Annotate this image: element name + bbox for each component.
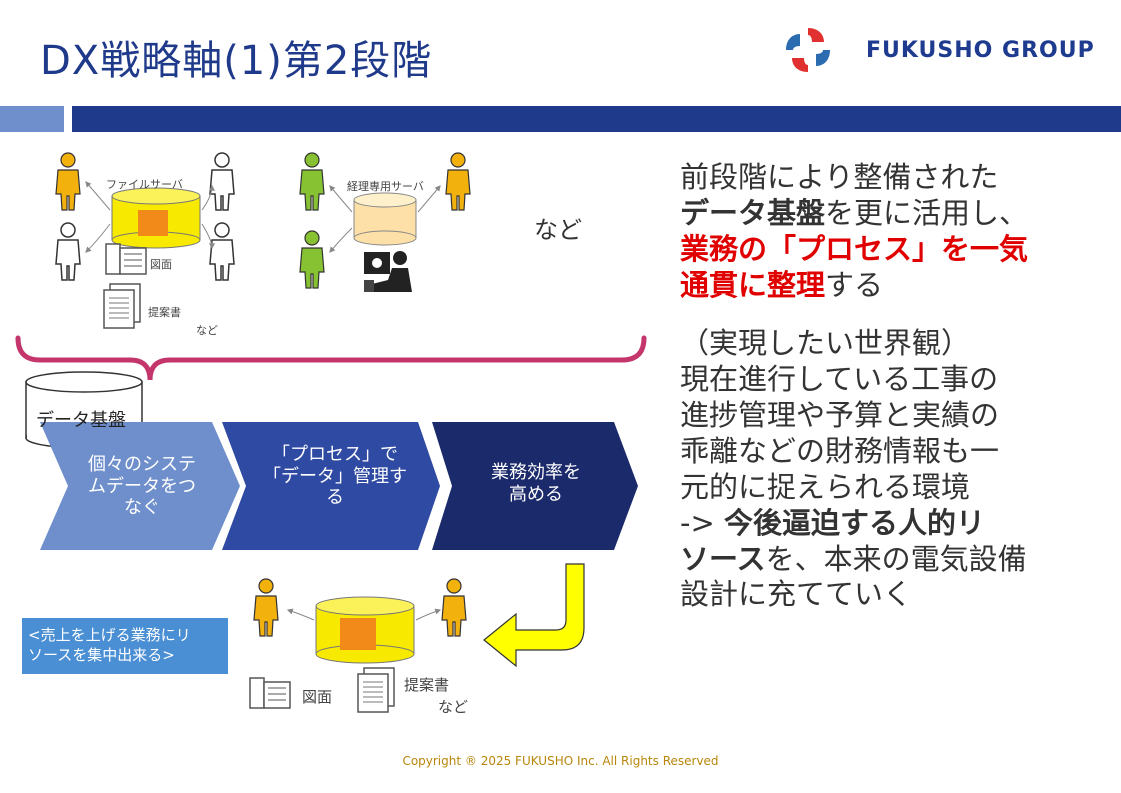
person-icon (55, 222, 81, 281)
bottom-drawing-label: 図面 (302, 688, 333, 706)
process-step-1 (40, 422, 240, 550)
drawing-icon (249, 677, 291, 709)
document-icon (103, 283, 141, 329)
proposal-label: 提案書 (148, 306, 181, 319)
return-arrow (483, 563, 585, 668)
etc-label: など (196, 324, 218, 337)
person-icon (209, 152, 235, 211)
person-icon (209, 222, 235, 281)
accountant-icon (364, 251, 412, 292)
process-step-2-label: 「プロセス」で 「データ」管理す る (263, 444, 407, 509)
drawing-icon (105, 243, 147, 275)
text-line: 現在進行している工事の (680, 361, 999, 396)
person-icon (253, 578, 279, 637)
person-icon (441, 578, 467, 637)
file-server-icon (111, 187, 201, 249)
page-title: DX戦略軸(1)第2段階 (40, 38, 433, 84)
sales-note-box (22, 618, 228, 674)
text-line: -> 今後逼迫する人的リ (680, 505, 985, 540)
accounting-server-icon (353, 192, 417, 246)
diagram-graphics (15, 152, 647, 713)
text-line: 前段階により整備された (680, 160, 999, 194)
description-text: 前段階により整備された データ基盤を更に活用し、 業務の「プロセス」を一気 通貫… (680, 160, 1110, 613)
fukusho-logo-icon (786, 28, 830, 72)
process-step-3 (432, 422, 638, 550)
person-icon (55, 152, 81, 211)
person-icon (445, 152, 471, 211)
header-band-accent (0, 106, 64, 132)
sales-note-text: <売上を上げる業務にリ ソースを集中出来る> (28, 626, 191, 664)
grouping-brace (15, 335, 647, 381)
logo-text: FUKUSHO GROUP (866, 38, 1095, 63)
text-line: 進捗管理や予算と実績の (680, 397, 1000, 432)
bottom-proposal-label: 提案書 (404, 676, 450, 694)
process-step-2 (222, 422, 440, 550)
text-line: （実現したい世界観） (680, 325, 971, 360)
text-line: ソースを、本来の電気設備 (680, 541, 1027, 576)
text-line: 通貫に整理する (680, 267, 884, 302)
copyright-footer: Copyright ® 2025 FUKUSHO Inc. All Rights… (402, 754, 719, 768)
person-icon (299, 152, 325, 211)
process-step-1-label: 個々のシステ ムデータをつ なぐ (88, 454, 196, 519)
header-band (72, 106, 1121, 132)
text-line: 元的に捉えられる環境 (680, 469, 971, 504)
document-icon (357, 667, 395, 713)
text-line: 乖離などの財務情報も一 (680, 433, 1000, 468)
file-server-label: ファイルサーバ (106, 178, 183, 191)
bottom-etc-label: など (438, 698, 469, 716)
drawing-label: 図面 (150, 258, 172, 271)
database-icon (315, 596, 415, 664)
person-icon (299, 230, 325, 289)
etc-large-label: など (534, 216, 582, 244)
text-line: データ基盤を更に活用し、 (680, 195, 1029, 230)
accounting-server-label: 経理専用サーバ (347, 180, 424, 193)
text-line: 設計に充てていく (680, 577, 913, 612)
process-diagram: ファイルサーバ 経理専用サーバ 図面 提案書 など など データ基盤 個々のシス… (0, 140, 650, 740)
data-platform-label: データ基盤 (36, 410, 126, 431)
text-line: 業務の「プロセス」を一気 (680, 231, 1029, 266)
process-step-3-label: 業務効率を 高める (491, 462, 581, 505)
